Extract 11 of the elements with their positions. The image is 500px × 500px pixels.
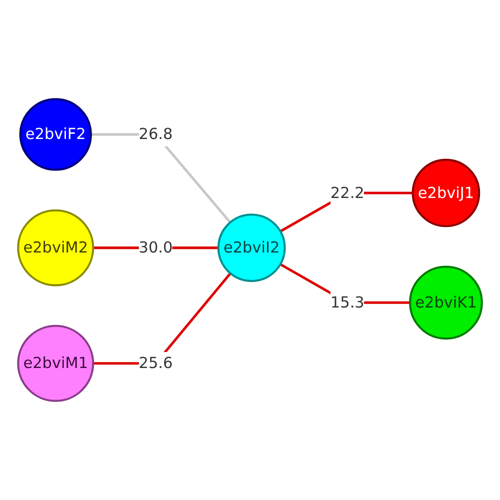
node-circle: e2bviF2: [19, 98, 92, 171]
node-circle: e2bviK1: [409, 266, 483, 340]
node-circle: e2bviM2: [17, 209, 94, 286]
edge-label: 26.8: [138, 125, 173, 144]
node-circle: e2bviJ1: [412, 158, 480, 228]
edge-label: 22.2: [330, 184, 364, 202]
node-circle: e2bviI2: [217, 214, 286, 282]
edge-label: 15.3: [330, 293, 364, 312]
edge-label: 30.0: [138, 238, 173, 257]
node-circle: e2bviM1: [17, 324, 94, 402]
edge-label: 25.6: [138, 354, 173, 372]
